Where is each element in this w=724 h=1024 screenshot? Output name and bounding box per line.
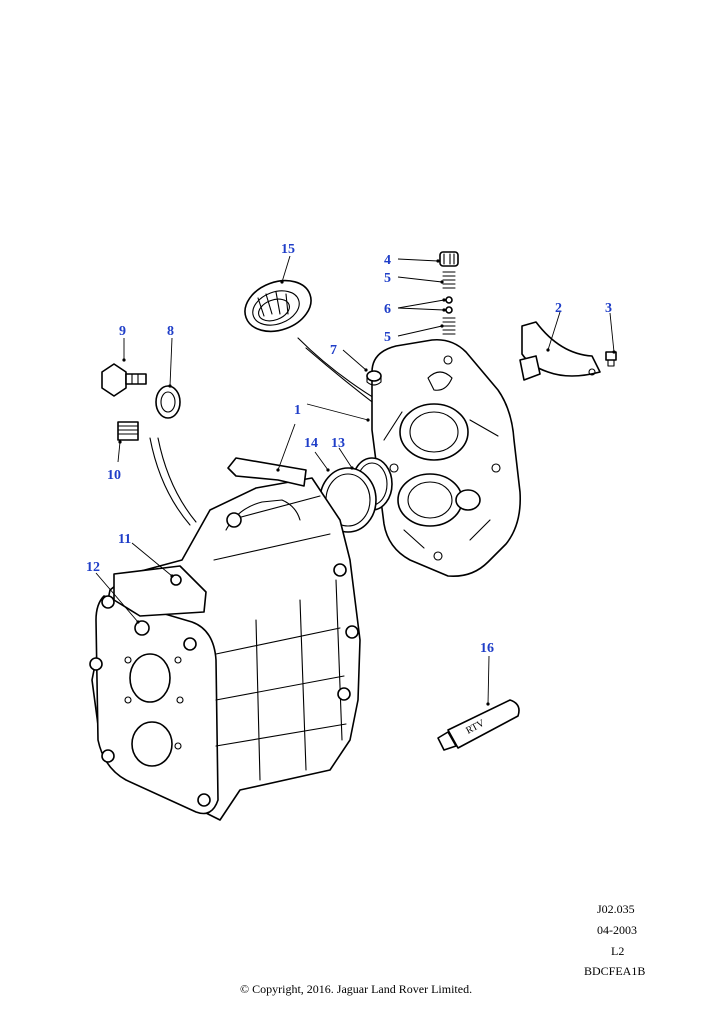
rear-cover bbox=[371, 338, 522, 578]
diagram-ref: BDCFEA1B bbox=[584, 964, 645, 978]
callout-1[interactable]: 1 bbox=[294, 403, 301, 418]
detent-plug bbox=[439, 251, 459, 267]
callout-15[interactable]: 15 bbox=[281, 242, 295, 257]
detent-ball-upper bbox=[445, 296, 453, 304]
callout-16[interactable]: 16 bbox=[480, 641, 494, 656]
detent-spring-lower bbox=[442, 317, 456, 335]
gearbox-housing bbox=[89, 457, 361, 821]
diagram-date: 04-2003 bbox=[597, 923, 637, 937]
screw bbox=[605, 351, 617, 367]
detent-ball-lower bbox=[445, 306, 453, 314]
callout-6[interactable]: 6 bbox=[384, 302, 391, 317]
detent-spring-upper bbox=[442, 271, 456, 289]
diagram-code: J02.035 bbox=[597, 902, 635, 916]
callout-7[interactable]: 7 bbox=[330, 343, 337, 358]
callout-labels: 1 2 3 4 5 6 5 7 8 9 10 11 12 13 14 15 16 bbox=[86, 242, 612, 656]
callout-3[interactable]: 3 bbox=[605, 301, 612, 316]
drain-plug bbox=[101, 363, 147, 397]
bracket bbox=[519, 321, 601, 381]
copyright-notice: © Copyright, 2016. Jaguar Land Rover Lim… bbox=[240, 982, 472, 996]
callout-5-lower[interactable]: 5 bbox=[384, 330, 391, 345]
callout-4[interactable]: 4 bbox=[384, 253, 391, 268]
callout-9[interactable]: 9 bbox=[119, 324, 126, 339]
sealing-washer bbox=[155, 385, 181, 419]
callout-11[interactable]: 11 bbox=[118, 532, 131, 547]
callout-10[interactable]: 10 bbox=[107, 468, 121, 483]
leader-lines bbox=[95, 255, 615, 705]
assembly-guide-plug bbox=[149, 437, 191, 526]
rtv-sealant-tube: RTV bbox=[437, 699, 520, 751]
filler-plug bbox=[117, 421, 139, 441]
callout-12[interactable]: 12 bbox=[86, 560, 100, 575]
callout-2[interactable]: 2 bbox=[555, 301, 562, 316]
assembly-guide-plug-2 bbox=[157, 437, 197, 523]
callout-5-upper[interactable]: 5 bbox=[384, 271, 391, 286]
callout-13[interactable]: 13 bbox=[331, 436, 345, 451]
diagram-level: L2 bbox=[611, 944, 624, 958]
callout-8[interactable]: 8 bbox=[167, 324, 174, 339]
dowel bbox=[366, 370, 382, 386]
roller-bearing bbox=[244, 279, 312, 333]
callout-14[interactable]: 14 bbox=[304, 436, 318, 451]
